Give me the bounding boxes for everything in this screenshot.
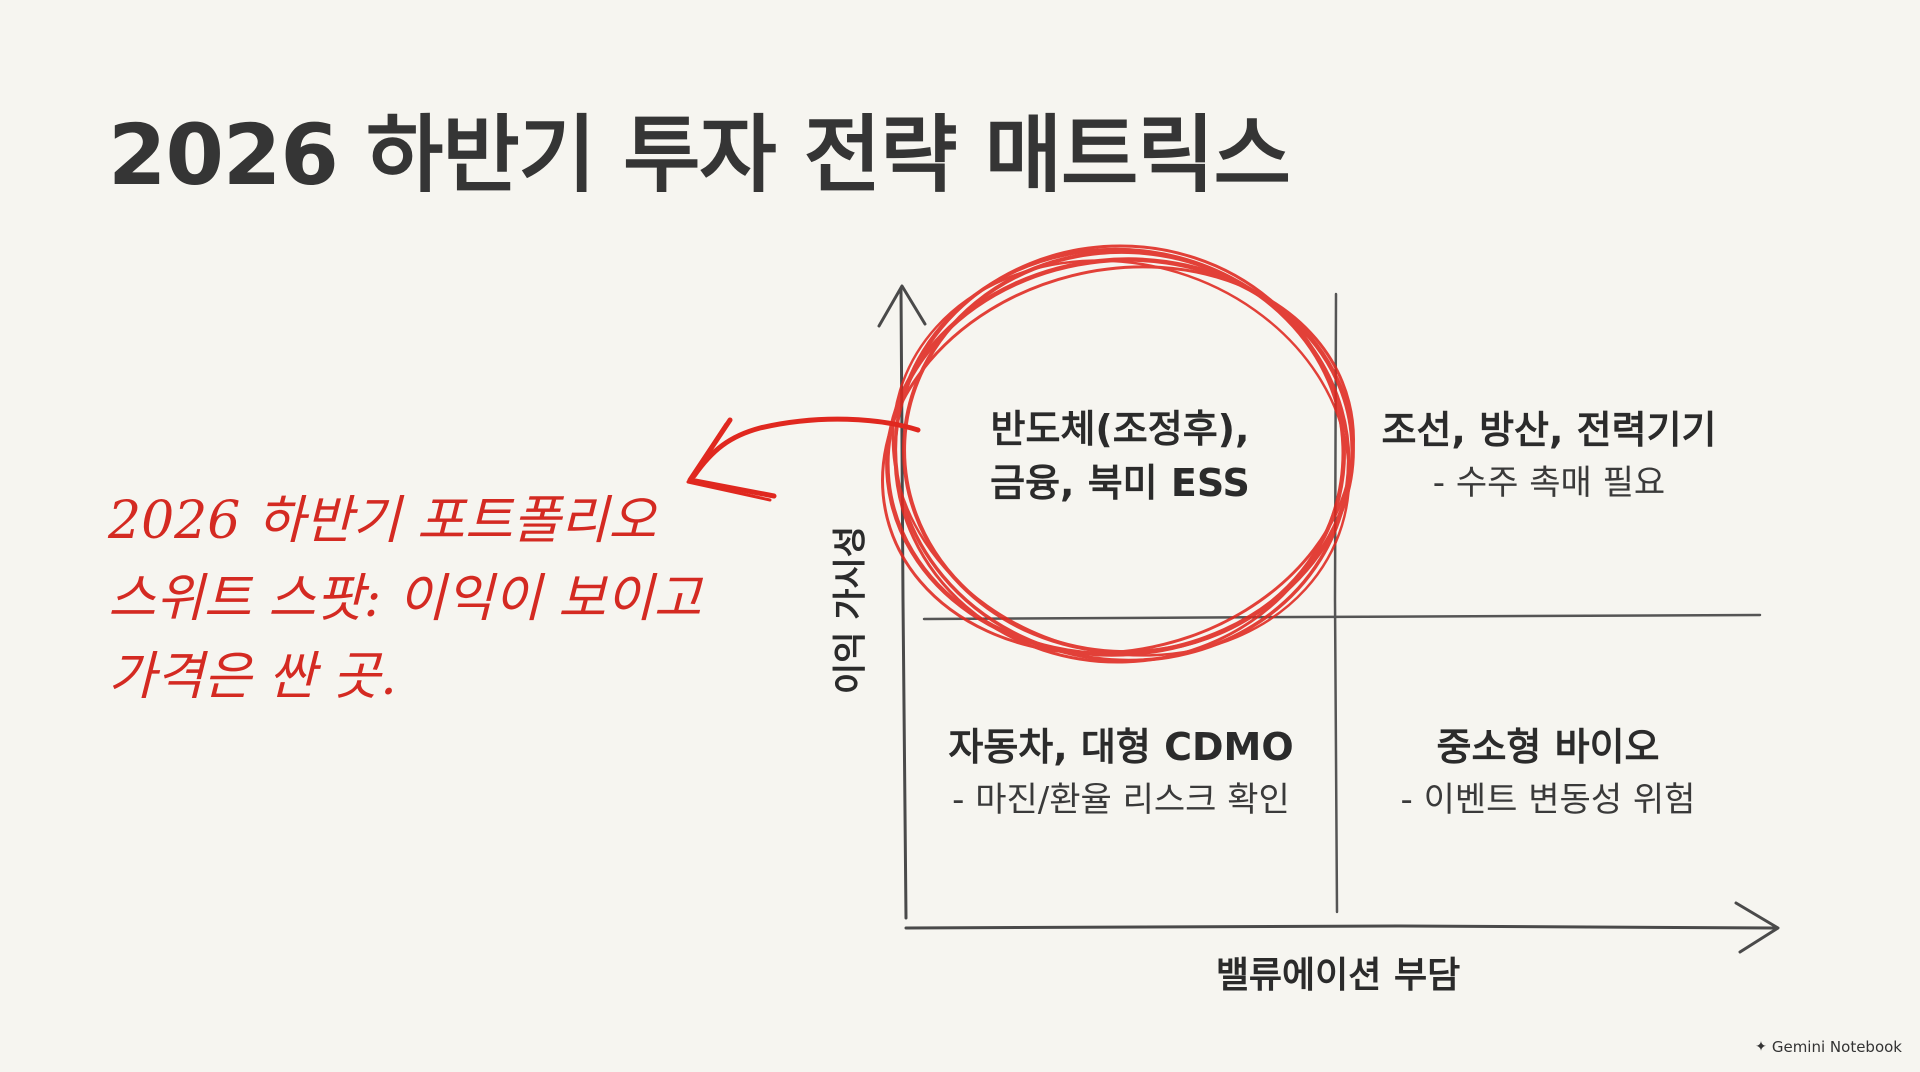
quadrant-bottom-right: 중소형 바이오 - 이벤트 변동성 위험 — [1401, 720, 1696, 826]
quadrant-top-right: 조선, 방산, 전력기기 - 수주 촉매 필요 — [1381, 403, 1716, 509]
horizontal-divider — [922, 613, 1762, 621]
x-axis-arrowhead — [1734, 901, 1780, 954]
y-axis-arrowhead — [877, 284, 927, 328]
quadrant-bottom-right-note: - 이벤트 변동성 위험 — [1400, 780, 1696, 820]
callout-line-1: 2026 하반기 포트폴리오 — [108, 491, 657, 551]
watermark: ✦ Gemini Notebook — [1755, 1038, 1902, 1056]
quadrant-bottom-left-note: - 마진/환율 리스크 확인 — [952, 780, 1290, 820]
x-axis-line — [904, 924, 1776, 930]
quadrant-bottom-left-title: 자동차, 대형 CDMO — [948, 725, 1294, 769]
quadrant-bottom-right-title: 중소형 바이오 — [1436, 725, 1660, 769]
callout-arrow — [686, 416, 921, 502]
callout-line-3: 가격은 싼 곳. — [108, 647, 397, 707]
arrow-curve — [691, 416, 921, 479]
watermark-text: Gemini Notebook — [1771, 1038, 1902, 1056]
highlight-circle — [881, 244, 1355, 664]
page-title: 2026 하반기 투자 전략 매트릭스 — [108, 106, 1291, 204]
callout-line-2: 스위트 스팟: 이익이 보이고 — [108, 569, 702, 629]
quadrant-top-right-note: - 수주 촉매 필요 — [1432, 463, 1666, 503]
quadrant-top-right-title: 조선, 방산, 전력기기 — [1381, 408, 1717, 452]
gemini-spark-icon: ✦ — [1755, 1039, 1767, 1055]
quadrant-top-left-line1: 반도체(조정후), — [990, 407, 1250, 451]
quadrant-top-left-line2: 금융, 북미 ESS — [990, 461, 1250, 505]
quadrant-bottom-left: 자동차, 대형 CDMO - 마진/환율 리스크 확인 — [948, 720, 1293, 826]
sweet-spot-callout: 2026 하반기 포트폴리오 스위트 스팟: 이익이 보이고 가격은 싼 곳. — [108, 482, 748, 716]
x-axis-label: 밸류에이션 부담 — [1215, 955, 1461, 996]
y-axis-label: 이익 가시성 — [830, 525, 871, 695]
quadrant-top-left: 반도체(조정후), 금융, 북미 ESS — [990, 402, 1250, 510]
